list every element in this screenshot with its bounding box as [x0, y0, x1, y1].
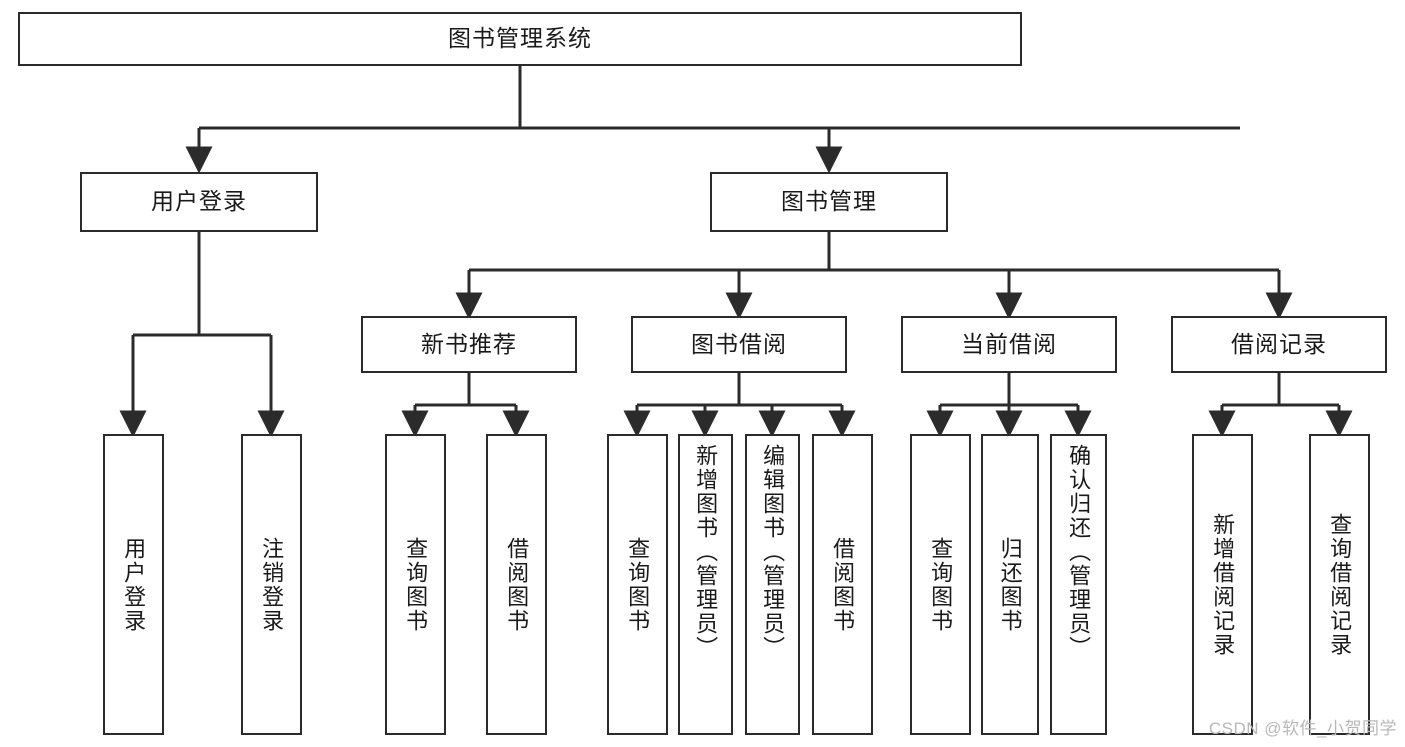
node-book-management[interactable]: 图书管理 — [710, 172, 948, 232]
node-user-login[interactable]: 用户登录 — [80, 172, 318, 232]
node-new-book-recommend[interactable]: 新书推荐 — [361, 316, 577, 373]
node-bb-add-book-label: 新增图书（管理员） — [693, 444, 719, 660]
node-bb-query-book-label: 查询图书 — [625, 536, 651, 633]
node-current-borrow[interactable]: 当前借阅 — [901, 316, 1117, 373]
node-br-add-record[interactable]: 新增借阅记录 — [1192, 434, 1253, 735]
node-nbr-query-book-label: 查询图书 — [403, 536, 429, 633]
node-cb-query-book[interactable]: 查询图书 — [910, 434, 971, 735]
node-user-login-leaf[interactable]: 用户登录 — [103, 434, 164, 735]
node-user-login-leaf-label: 用户登录 — [121, 536, 147, 633]
node-new-book-recommend-label: 新书推荐 — [421, 330, 517, 357]
node-nbr-borrow-book-label: 借阅图书 — [504, 536, 530, 633]
node-nbr-borrow-book[interactable]: 借阅图书 — [486, 434, 547, 735]
node-logout-leaf[interactable]: 注销登录 — [241, 434, 302, 735]
node-bb-add-book[interactable]: 新增图书（管理员） — [678, 434, 733, 735]
node-bb-borrow-book[interactable]: 借阅图书 — [812, 434, 873, 735]
node-book-management-label: 图书管理 — [781, 188, 877, 215]
node-cb-confirm-return-label: 确认归还（管理员） — [1066, 444, 1092, 660]
node-bb-edit-book-label: 编辑图书（管理员） — [760, 444, 786, 660]
node-borrow-record-label: 借阅记录 — [1231, 330, 1327, 357]
node-bb-borrow-book-label: 借阅图书 — [830, 536, 856, 633]
node-bb-query-book[interactable]: 查询图书 — [607, 434, 668, 735]
node-br-query-record[interactable]: 查询借阅记录 — [1309, 434, 1370, 735]
node-br-query-record-label: 查询借阅记录 — [1327, 512, 1353, 657]
node-book-borrow-label: 图书借阅 — [691, 330, 787, 357]
node-borrow-record[interactable]: 借阅记录 — [1171, 316, 1387, 373]
node-user-login-label: 用户登录 — [151, 188, 247, 215]
node-book-borrow[interactable]: 图书借阅 — [631, 316, 847, 373]
node-cb-return-book[interactable]: 归还图书 — [981, 434, 1039, 735]
node-root[interactable]: 图书管理系统 — [18, 12, 1022, 66]
node-current-borrow-label: 当前借阅 — [961, 330, 1057, 357]
node-nbr-query-book[interactable]: 查询图书 — [385, 434, 446, 735]
node-cb-confirm-return[interactable]: 确认归还（管理员） — [1050, 434, 1107, 735]
node-br-add-record-label: 新增借阅记录 — [1210, 512, 1236, 657]
node-root-label: 图书管理系统 — [448, 25, 592, 52]
node-cb-query-book-label: 查询图书 — [928, 536, 954, 633]
node-logout-leaf-label: 注销登录 — [259, 536, 285, 633]
node-cb-return-book-label: 归还图书 — [997, 536, 1023, 633]
node-bb-edit-book[interactable]: 编辑图书（管理员） — [745, 434, 800, 735]
